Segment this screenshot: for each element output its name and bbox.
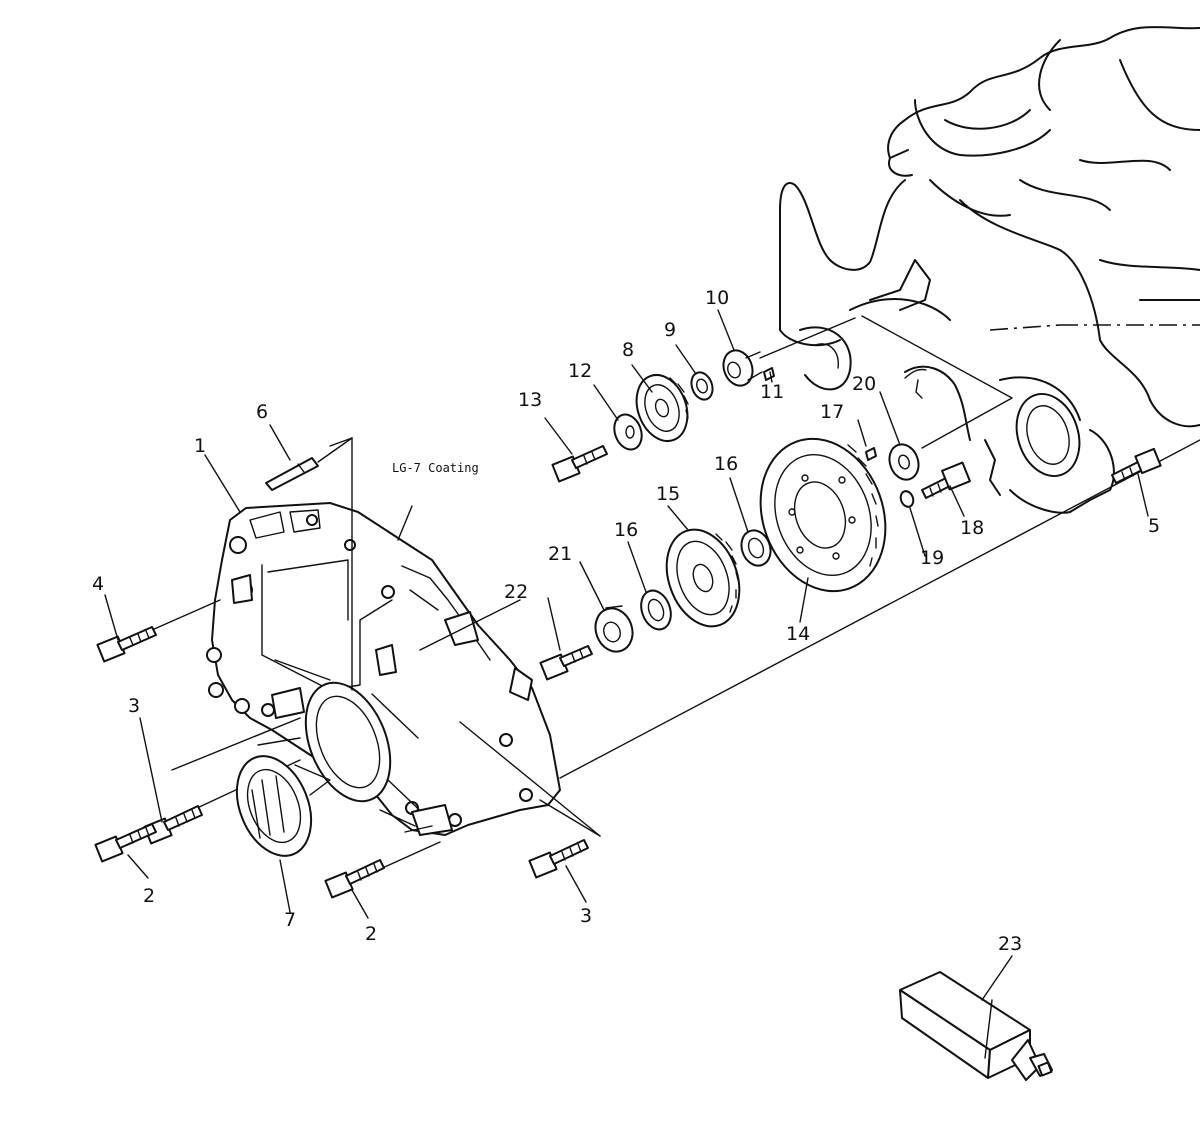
idler-gear-part-15 (665, 528, 741, 628)
callout-6: 6 (256, 401, 268, 423)
cap-part-21 (594, 605, 634, 653)
bolt-part-22 (539, 645, 593, 681)
callout-21: 21 (548, 543, 572, 565)
thrust-plate-part-12 (613, 413, 643, 451)
callout-2-left: 2 (143, 885, 155, 907)
callout-2-right: 2 (365, 923, 377, 945)
idler-shaft-part-10 (722, 349, 763, 387)
callout-15: 15 (656, 483, 680, 505)
leader-lines (104, 309, 1149, 1001)
callout-22: 22 (504, 581, 528, 603)
callout-17: 17 (820, 401, 844, 423)
callout-3-left: 3 (128, 695, 140, 717)
bolt-part-4 (96, 626, 157, 663)
callout-3-right: 3 (580, 905, 592, 927)
callout-10: 10 (705, 287, 729, 309)
dowel-part-17 (865, 447, 877, 461)
bolt-part-2-left (94, 823, 157, 863)
oil-seal-part-7 (235, 755, 313, 857)
bushing-part-9 (690, 371, 714, 401)
callout-1: 1 (194, 435, 206, 457)
lg7-coating-note: LG-7 Coating (392, 461, 479, 475)
bolt-part-13 (551, 445, 608, 483)
bolt-part-18 (921, 461, 971, 499)
callout-5: 5 (1148, 515, 1160, 537)
callout-16-right: 16 (714, 453, 738, 475)
callout-14: 14 (786, 623, 810, 645)
callout-13: 13 (518, 389, 542, 411)
callout-18: 18 (960, 517, 984, 539)
callout-12: 12 (568, 360, 592, 382)
bearing-part-16-left (640, 589, 672, 631)
callout-labels: 1 2 2 3 3 4 5 6 7 8 9 10 11 12 13 14 15 … (92, 287, 1160, 955)
dowel-pin-part-6 (265, 437, 353, 491)
callout-11: 11 (760, 381, 784, 403)
drive-gear-part-14 (759, 437, 887, 593)
callout-7: 7 (284, 909, 296, 931)
dowel-part-11 (763, 367, 775, 381)
callout-9: 9 (664, 319, 676, 341)
callout-4: 4 (92, 573, 104, 595)
thrust-washer-part-20 (888, 368, 927, 481)
washer-part-19 (899, 490, 915, 508)
callout-20: 20 (852, 373, 876, 395)
callout-23: 23 (998, 933, 1022, 955)
bolt-part-2-right (324, 859, 385, 899)
callout-16-left: 16 (614, 519, 638, 541)
idler-gear-part-8 (635, 374, 689, 442)
tool-part-23 (899, 971, 1053, 1081)
callout-8: 8 (622, 339, 634, 361)
bolt-part-5 (1111, 447, 1162, 484)
front-cover-housing (206, 437, 601, 837)
bolt-part-3-right (528, 839, 589, 879)
engine-block-outline (779, 26, 1200, 514)
callout-19: 19 (920, 547, 944, 569)
